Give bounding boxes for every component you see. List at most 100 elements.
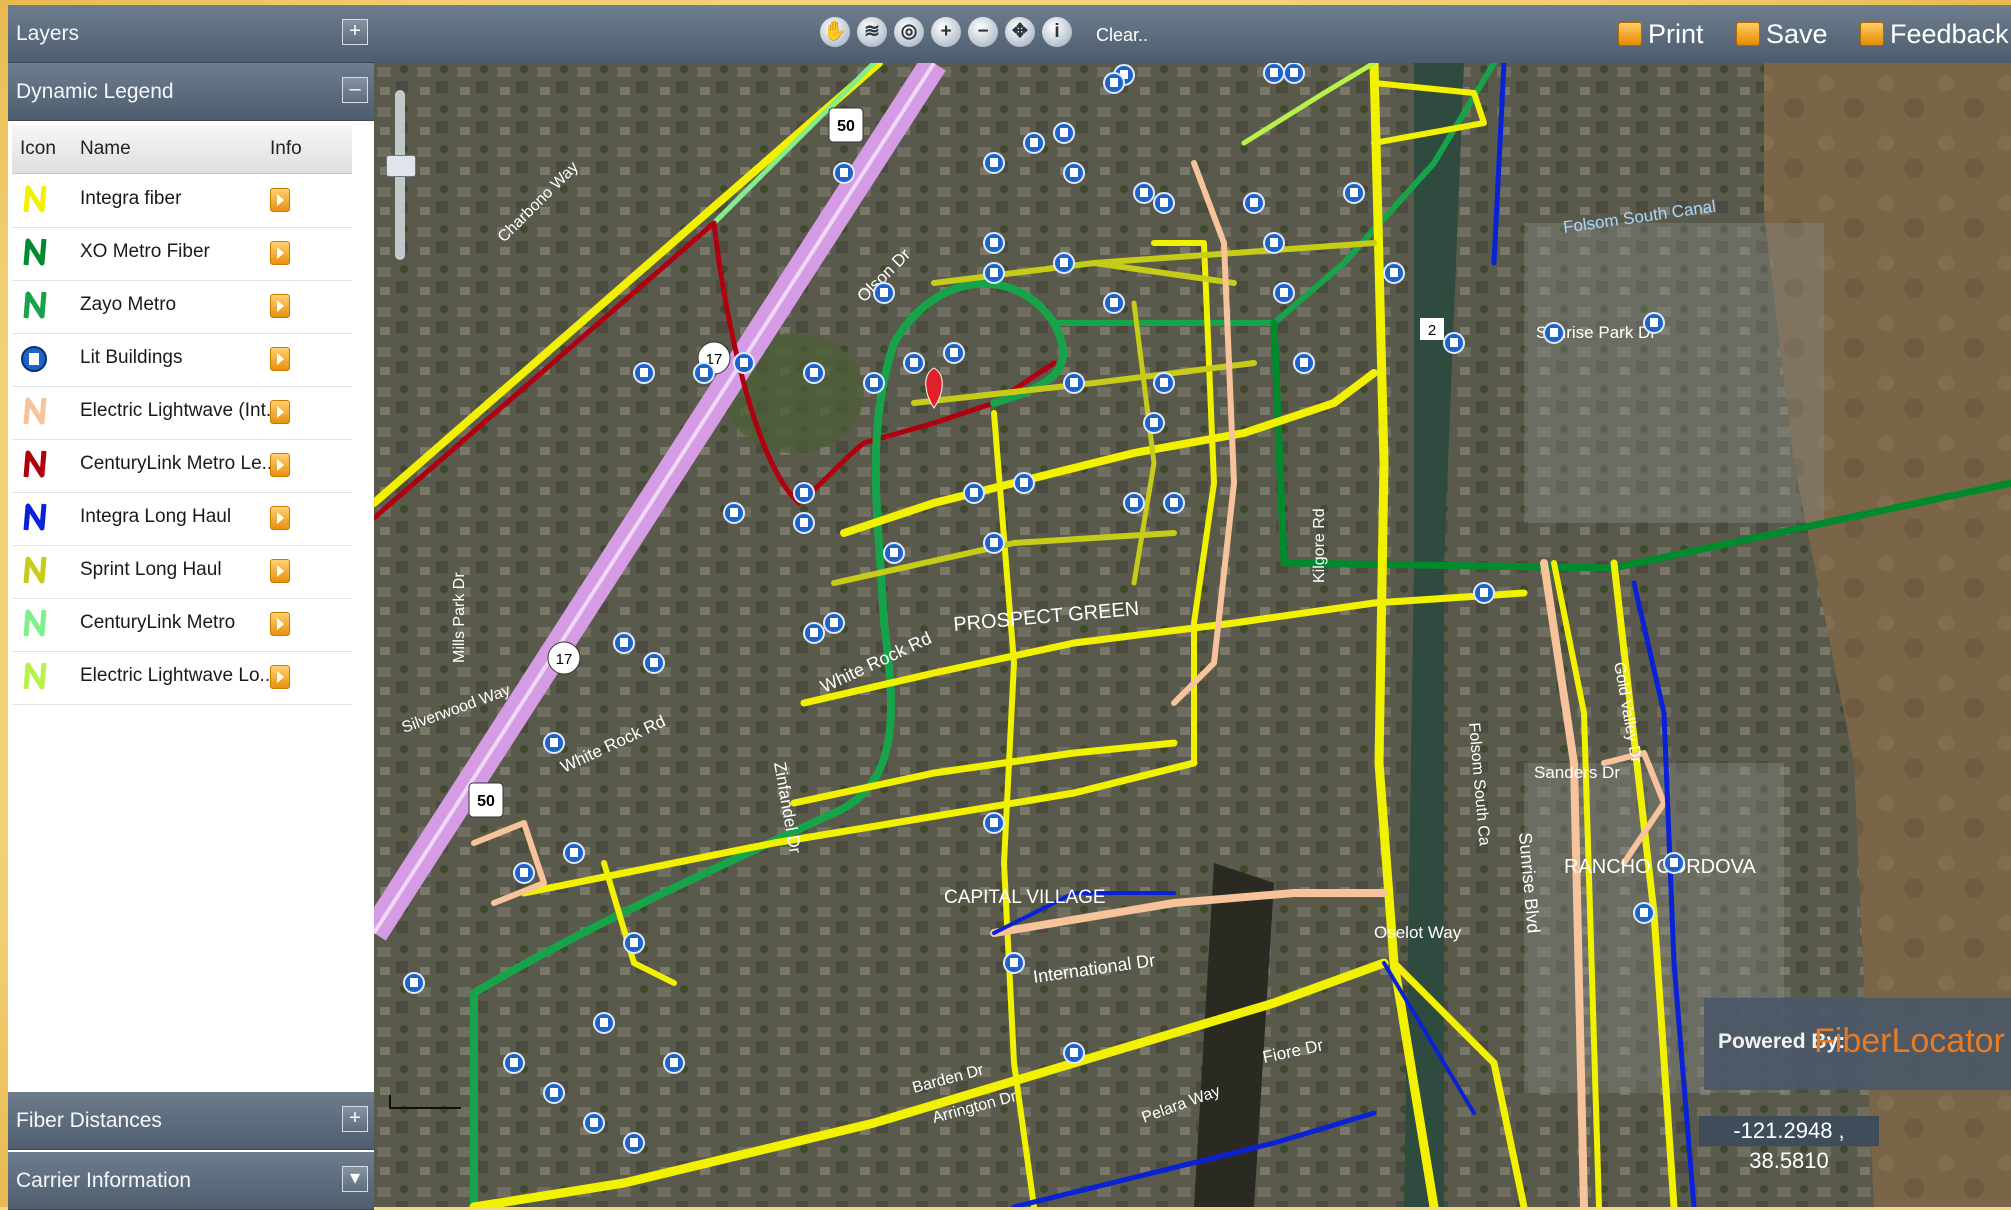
info-arrow-icon[interactable] — [270, 665, 290, 689]
info-arrow-icon[interactable] — [270, 400, 290, 424]
pan-hand-icon[interactable]: ✋ — [820, 17, 850, 47]
map-canvas[interactable]: 50 50 17 17 2 Folsom South Canal Sunrise… — [374, 63, 2011, 1207]
lit-building-marker[interactable] — [503, 1052, 525, 1074]
legend-row[interactable]: CenturyLink Metro Le... — [12, 439, 352, 493]
lit-building-marker[interactable] — [1153, 372, 1175, 394]
lit-building-marker[interactable] — [823, 612, 845, 634]
legend-row[interactable]: XO Metro Fiber — [12, 227, 352, 281]
dynamic-legend-collapse-button[interactable]: – — [342, 77, 368, 103]
lit-building-marker[interactable] — [403, 972, 425, 994]
lit-building-marker[interactable] — [1293, 352, 1315, 374]
lit-building-marker[interactable] — [543, 1082, 565, 1104]
lit-building-marker[interactable] — [1143, 412, 1165, 434]
lit-building-marker[interactable] — [1343, 182, 1365, 204]
lit-building-marker[interactable] — [1013, 472, 1035, 494]
lit-building-marker[interactable] — [1053, 252, 1075, 274]
lit-building-marker[interactable] — [563, 842, 585, 864]
feedback-button[interactable]: Feedback — [1890, 19, 2009, 49]
legend-row[interactable]: Sprint Long Haul — [12, 545, 352, 599]
legend-row[interactable]: Integra Long Haul — [12, 492, 352, 546]
lit-building-marker[interactable] — [1663, 852, 1685, 874]
lit-building-marker[interactable] — [1063, 162, 1085, 184]
lit-building-marker[interactable] — [693, 362, 715, 384]
lit-building-marker[interactable] — [1633, 902, 1655, 924]
lit-building-marker[interactable] — [1443, 332, 1465, 354]
legend-row[interactable]: Electric Lightwave (Int... — [12, 386, 352, 440]
lit-building-marker[interactable] — [643, 652, 665, 674]
lit-building-marker[interactable] — [1103, 72, 1125, 94]
save-button[interactable]: Save — [1766, 19, 1828, 49]
info-arrow-icon[interactable] — [270, 347, 290, 371]
lit-building-marker[interactable] — [543, 732, 565, 754]
lit-building-marker[interactable] — [593, 1012, 615, 1034]
carrier-information-header[interactable]: Carrier Information ▾ — [8, 1152, 374, 1210]
location-pin[interactable] — [925, 367, 943, 409]
lit-building-marker[interactable] — [583, 1112, 605, 1134]
lit-building-marker[interactable] — [1283, 63, 1305, 84]
zoom-in-icon[interactable]: + — [931, 17, 961, 47]
info-arrow-icon[interactable] — [270, 453, 290, 477]
lit-building-marker[interactable] — [613, 632, 635, 654]
print-button[interactable]: Print — [1648, 19, 1704, 49]
lit-building-marker[interactable] — [803, 622, 825, 644]
lit-building-marker[interactable] — [943, 342, 965, 364]
zoom-slider-knob[interactable] — [386, 155, 416, 177]
lit-building-marker[interactable] — [723, 502, 745, 524]
dynamic-legend-header[interactable]: Dynamic Legend – — [8, 63, 374, 121]
lit-building-marker[interactable] — [1273, 282, 1295, 304]
layers-expand-button[interactable]: + — [342, 19, 368, 45]
location-pin-icon[interactable] — [925, 367, 943, 409]
legend-col-name[interactable]: Name — [80, 138, 131, 159]
lit-building-marker[interactable] — [1063, 372, 1085, 394]
layers-header[interactable]: Layers + — [8, 5, 374, 63]
info-arrow-icon[interactable] — [270, 241, 290, 265]
layers-stack-icon[interactable]: ≋ — [857, 17, 887, 47]
zoom-out-icon[interactable]: − — [968, 17, 998, 47]
legend-col-icon[interactable]: Icon — [20, 138, 56, 159]
legend-row[interactable]: Electric Lightwave Lo... — [12, 651, 352, 705]
fiber-distances-header[interactable]: Fiber Distances + — [8, 1092, 374, 1150]
lit-building-marker[interactable] — [1543, 322, 1565, 344]
lit-building-marker[interactable] — [633, 362, 655, 384]
lit-building-marker[interactable] — [1123, 492, 1145, 514]
lit-building-marker[interactable] — [623, 1132, 645, 1154]
lit-building-marker[interactable] — [833, 162, 855, 184]
lit-building-marker[interactable] — [1163, 492, 1185, 514]
lit-building-marker[interactable] — [513, 862, 535, 884]
lit-building-marker[interactable] — [1473, 582, 1495, 604]
info-arrow-icon[interactable] — [270, 294, 290, 318]
legend-row[interactable]: Zayo Metro — [12, 280, 352, 334]
info-icon[interactable]: i — [1042, 17, 1072, 47]
lit-building-marker[interactable] — [873, 282, 895, 304]
lit-building-marker[interactable] — [963, 482, 985, 504]
lit-building-marker[interactable] — [793, 482, 815, 504]
lit-building-marker[interactable] — [863, 372, 885, 394]
target-icon[interactable]: ◎ — [894, 17, 924, 47]
lit-building-marker[interactable] — [883, 542, 905, 564]
lit-building-marker[interactable] — [983, 152, 1005, 174]
lit-building-marker[interactable] — [983, 262, 1005, 284]
lit-building-marker[interactable] — [1103, 292, 1125, 314]
lit-building-marker[interactable] — [1153, 192, 1175, 214]
move-arrows-icon[interactable]: ✥ — [1005, 17, 1035, 47]
lit-building-marker[interactable] — [1133, 182, 1155, 204]
lit-building-marker[interactable] — [1023, 132, 1045, 154]
lit-building-marker[interactable] — [663, 1052, 685, 1074]
info-arrow-icon[interactable] — [270, 559, 290, 583]
legend-row[interactable]: Lit Buildings — [12, 333, 352, 387]
lit-building-marker[interactable] — [1263, 63, 1285, 84]
powered-by-badge[interactable]: Powered By: FiberLocator — [1704, 998, 2011, 1090]
carrier-information-expand-button[interactable]: ▾ — [342, 1166, 368, 1192]
lit-building-marker[interactable] — [1243, 192, 1265, 214]
print-icon[interactable] — [1618, 22, 1642, 46]
legend-row[interactable]: CenturyLink Metro — [12, 598, 352, 652]
info-arrow-icon[interactable] — [270, 612, 290, 636]
lit-building-marker[interactable] — [623, 932, 645, 954]
lit-building-marker[interactable] — [983, 532, 1005, 554]
lit-building-marker[interactable] — [983, 812, 1005, 834]
lit-building-marker[interactable] — [983, 232, 1005, 254]
fiber-distances-expand-button[interactable]: + — [342, 1106, 368, 1132]
legend-col-info[interactable]: Info — [270, 138, 302, 159]
lit-building-marker[interactable] — [1003, 952, 1025, 974]
feedback-icon[interactable] — [1860, 22, 1884, 46]
